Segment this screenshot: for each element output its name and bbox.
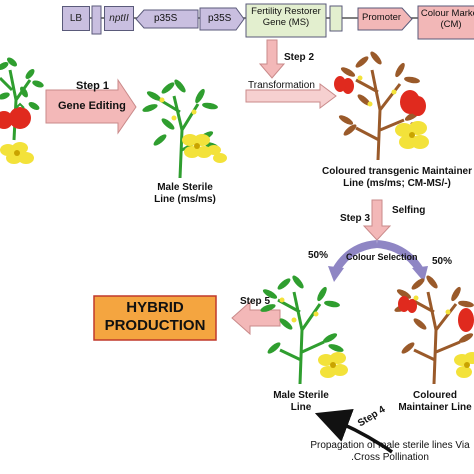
flower-male-sterile-top bbox=[182, 134, 227, 163]
tomato-fruit bbox=[407, 299, 417, 313]
p35s-promoter-b bbox=[199, 7, 245, 31]
flower-coloured-transgenic bbox=[395, 121, 429, 149]
promoter-label: Promoter bbox=[362, 12, 402, 23]
tomato-fruit bbox=[334, 76, 346, 92]
plant-coloured-transgenic bbox=[334, 51, 426, 161]
construct-spacer-1 bbox=[91, 5, 102, 35]
step1-label: Step 1 bbox=[76, 80, 110, 92]
colour-selection-head-left bbox=[328, 266, 344, 282]
transformation-label: Transformation bbox=[248, 80, 315, 91]
gene-editing-label: Gene Editing bbox=[58, 100, 126, 112]
construct-spacer-2 bbox=[329, 5, 343, 32]
p35s-label-b: p35S bbox=[208, 13, 232, 24]
flower-male-sterile-bottom bbox=[318, 352, 348, 378]
selfing-label: Selfing bbox=[392, 205, 426, 216]
plant-male-sterile-bottom bbox=[260, 275, 344, 385]
step3-label: Step 3 bbox=[340, 213, 371, 224]
percent-right: 50% bbox=[432, 256, 453, 267]
plant-wild-type bbox=[0, 57, 44, 141]
tomato-fruit bbox=[9, 107, 31, 129]
step1-arrow bbox=[45, 78, 137, 135]
hybrid-production-box bbox=[93, 295, 217, 341]
nptii-box: nptII bbox=[104, 6, 134, 31]
flower-wild-type bbox=[0, 142, 34, 164]
hybrid-production-label: HYBRID PRODUCTION bbox=[104, 299, 206, 334]
tomato-fruit bbox=[410, 96, 426, 116]
coloured-maintainer-label: Coloured Maintainer Line bbox=[398, 390, 472, 413]
percent-left: 50% bbox=[308, 250, 329, 261]
colour-selection-arrow-left bbox=[332, 240, 378, 273]
colour-selection-head-right bbox=[412, 266, 428, 282]
p35s-promoter-a bbox=[135, 9, 199, 29]
step5-label: Step 5 bbox=[240, 296, 271, 307]
step2-label: Step 2 bbox=[284, 52, 315, 63]
tomato-fruit bbox=[0, 111, 13, 129]
colour-marker-box bbox=[417, 5, 474, 40]
colour-marker-label: Colour Marker (CM) bbox=[420, 8, 474, 30]
male-sterile-bottom-label: Male Sterile Line bbox=[273, 390, 329, 413]
nptii-label: nptII bbox=[109, 13, 129, 24]
promoter-box-shape bbox=[357, 7, 413, 31]
tomato-fruit bbox=[398, 296, 410, 312]
fertility-restorer-box bbox=[245, 3, 327, 38]
step4-arrow bbox=[314, 408, 393, 454]
lb-label: LB bbox=[69, 13, 83, 24]
tomato-fruit bbox=[458, 308, 474, 332]
propagation-label: Propagation of male sterile lines Via .C… bbox=[310, 440, 470, 463]
p35s-label-a: p35S bbox=[154, 13, 178, 24]
step2-arrow-down bbox=[258, 39, 286, 79]
flower-coloured-maintainer bbox=[454, 352, 474, 378]
fertility-restorer-label: Fertility Restorer Gene (MS) bbox=[251, 6, 321, 28]
male-sterile-top-label: Male Sterile Line (ms/ms) bbox=[154, 182, 216, 205]
step3-arrow-down bbox=[362, 199, 392, 241]
transformation-arrow bbox=[245, 83, 337, 109]
coloured-transgenic-label: Coloured transgenic Maintainer Line (ms/… bbox=[321, 166, 473, 189]
colour-selection-label: Colour Selection bbox=[346, 252, 418, 262]
lb-box: LB bbox=[62, 6, 90, 31]
plant-male-sterile-top bbox=[142, 79, 220, 179]
colour-selection-arrow-right bbox=[376, 240, 424, 273]
plant-coloured-maintainer bbox=[394, 275, 474, 385]
